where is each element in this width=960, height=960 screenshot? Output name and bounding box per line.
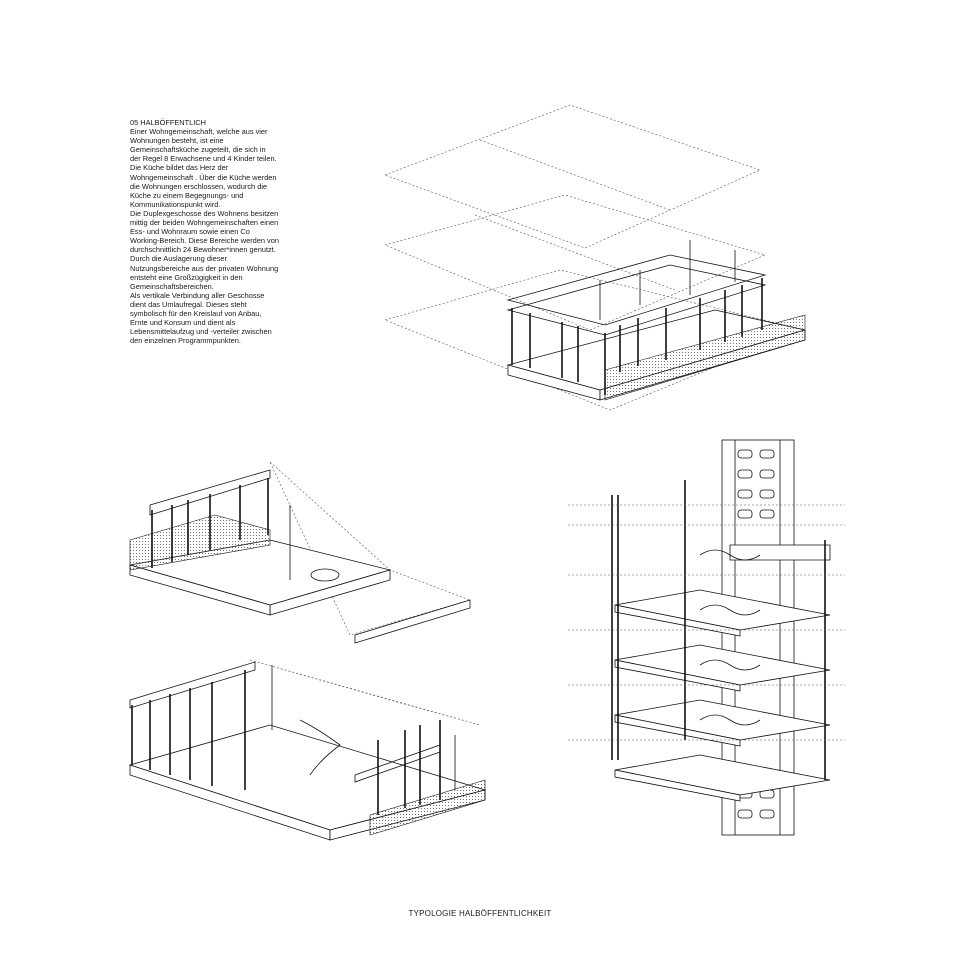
description-line: Die Duplexgeschosse des Wohnens besitzen (130, 208, 279, 218)
description-line: mittig der beiden Wohngemeinschaften ein… (130, 218, 279, 228)
mesh-railing (129, 514, 271, 571)
description-line: Gemeinschaftsbereichen. (130, 281, 214, 291)
description-line: symbolisch für den Kreislauf von Anbau, (130, 308, 262, 318)
description-line: der Regel 8 Erwachsene und 4 Kinder teil… (130, 154, 277, 164)
axonometric-bottom-left-living (128, 659, 487, 841)
description-line: Einer Wohngemeinschaft, welche aus vier (130, 127, 268, 137)
description-heading: 05 HALBÖFFENTLICH (130, 118, 206, 127)
description-line: den einzelnen Programmpunkten. (130, 336, 241, 346)
shelf-core (721, 439, 795, 836)
description-line: Küche zu einem Begegnungs- und (130, 190, 244, 200)
description-line: durchschnittlich 24 Bewohner*innen genut… (130, 245, 276, 255)
description-line: dient das Umlaufregal. Dieses steht (130, 299, 247, 309)
description-line: Ernte und Konsum und dient als (130, 318, 236, 328)
table-round (310, 568, 340, 582)
floor-outline (249, 659, 481, 726)
description-line: Wohnungen besteht, ist eine (130, 136, 224, 146)
description-line: Ess- und Wohnraum sowie einen Co (130, 227, 250, 237)
roof-outline-mid (384, 194, 766, 331)
axonometric-top-kitchen (384, 104, 806, 411)
description-line: entsteht eine Großzügigkeit in den (130, 272, 243, 282)
description-line: Durch die Auslagerung dieser (130, 254, 227, 264)
spiral-stair (299, 719, 341, 776)
roof-outline-upper (384, 104, 761, 249)
axonometric-right-circulation-shelf (568, 439, 845, 836)
axonometric-middle-left-coworking (129, 461, 471, 644)
description-line: Gemeinschaftsküche zugeteilt, die sich i… (130, 145, 266, 155)
description-line: Working-Bereich. Diese Bereiche werden v… (130, 236, 279, 246)
description-line: Wohngemeinschaft . Über die Küche werden (130, 172, 277, 182)
shelf-track (699, 549, 761, 561)
description-line: Die Küche bildet das Herz der (130, 163, 229, 173)
description-line: die Wohnungen erschlossen, wodurch die (130, 181, 268, 191)
description-line: Lebensmittelaufzug und -verteiler zwisch… (130, 327, 272, 337)
description-line: Nutzungsbereiche aus der privaten Wohnun… (130, 263, 279, 273)
description-line: Kommunikationspunkt wird. (130, 199, 221, 209)
mesh-railing (369, 779, 486, 836)
description-line: Als vertikale Verbindung aller Geschosse (130, 290, 265, 300)
drawing-title: TYPOLOGIE HALBÖFFENTLICHKEIT (408, 909, 552, 918)
